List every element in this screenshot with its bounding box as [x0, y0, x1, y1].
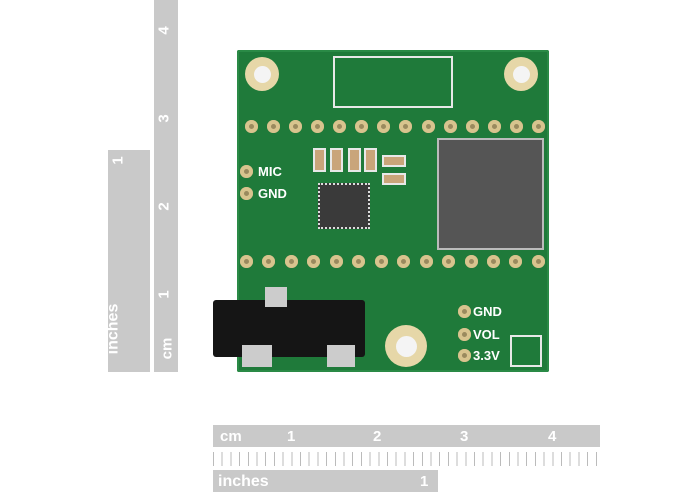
mic-pad	[240, 165, 253, 178]
vertical-cm-mark-4: 4	[155, 26, 173, 35]
horizontal-cm-label: cm	[220, 428, 242, 445]
ruler-ticks	[213, 452, 600, 466]
vertical-ruler-inches	[108, 150, 150, 372]
horizontal-cm-mark-3: 3	[460, 428, 469, 445]
v33-pad	[458, 349, 471, 362]
mounting-hole	[504, 57, 538, 91]
horizontal-cm-mark-1: 1	[287, 428, 296, 445]
vertical-cm-mark-2: 2	[155, 202, 173, 211]
horizontal-ruler-inches	[213, 470, 438, 492]
capacitor	[330, 148, 343, 172]
header-outline	[333, 56, 453, 108]
mounting-hole	[385, 325, 427, 367]
mounting-hole	[245, 57, 279, 91]
horizontal-inch-mark-1: 1	[420, 473, 429, 490]
pin-row-bottom	[240, 255, 545, 269]
horizontal-ruler-cm	[213, 425, 600, 447]
gnd-pad	[458, 305, 471, 318]
capacitor	[313, 148, 326, 172]
codec-chip	[318, 183, 370, 229]
gnd-label-left: GND	[258, 186, 287, 201]
vertical-inch-label: inches	[104, 303, 122, 355]
horizontal-cm-mark-2: 2	[373, 428, 382, 445]
vertical-cm-mark-3: 3	[155, 114, 173, 123]
test-pad-box	[510, 335, 542, 367]
vertical-cm-label: cm	[158, 337, 176, 360]
vol-label: VOL	[473, 327, 500, 342]
mic-label: MIC	[258, 164, 282, 179]
v33-label: 3.3V	[473, 348, 500, 363]
vertical-ruler-cm	[154, 0, 178, 372]
horizontal-cm-mark-4: 4	[548, 428, 557, 445]
vol-pad	[458, 328, 471, 341]
gnd-pad-left	[240, 187, 253, 200]
jack-tab	[265, 287, 287, 307]
capacitor	[348, 148, 361, 172]
resistor	[382, 173, 406, 185]
horizontal-inch-label: inches	[218, 473, 269, 490]
capacitor	[364, 148, 377, 172]
jack-tab	[327, 345, 355, 367]
jack-tab	[242, 345, 272, 367]
vertical-inch-mark-1: 1	[109, 156, 127, 165]
resistor	[382, 155, 406, 167]
pin-row-top	[245, 120, 545, 134]
sd-card-slot	[437, 138, 544, 250]
gnd-label: GND	[473, 304, 502, 319]
vertical-cm-mark-1: 1	[155, 290, 173, 299]
